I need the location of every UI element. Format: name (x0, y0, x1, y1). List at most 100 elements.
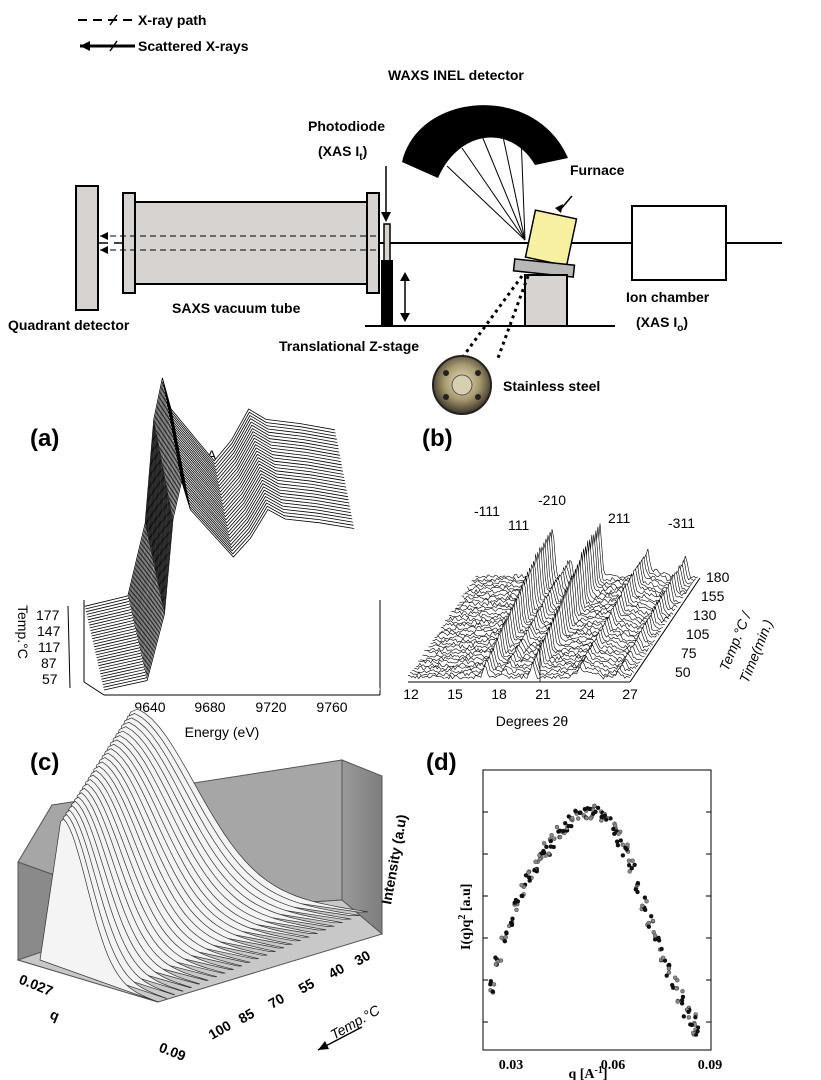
saxs-point (626, 863, 632, 868)
saxs-point (659, 946, 664, 952)
panel-a-ttick: 117 (38, 639, 61, 655)
panel-c-ttick: 85 (236, 1005, 258, 1027)
xanes-series-line (92, 417, 343, 640)
sample-holder-label: Stainless steel (503, 378, 600, 394)
xanes-series-line (89, 404, 340, 629)
panel-b-ttick: 130 (693, 607, 717, 623)
saxs-point (646, 924, 652, 929)
saxs-point (679, 1001, 685, 1006)
saxs-point (548, 838, 553, 844)
waxs-series (407, 523, 698, 680)
saxs-point (503, 935, 508, 940)
saxs-point (523, 873, 529, 878)
saxs-point (644, 899, 649, 904)
waxs-series-fill (434, 605, 657, 641)
saxs-point (502, 939, 508, 944)
arrow-left-icon (80, 41, 90, 51)
saxs-point (629, 866, 634, 871)
holder-zoom-line-2 (496, 275, 530, 359)
peak-label-111: 111 (508, 517, 529, 533)
panel-a: (a) A 9640 9680 9720 9760 Energy (eV) 17… (15, 377, 381, 740)
panel-b-depth-axis (629, 577, 701, 683)
screw-icon (443, 370, 449, 376)
panel-c-temp-label: Temp.°C (328, 1001, 384, 1042)
saxs-point (627, 869, 632, 874)
saxs-point (633, 887, 638, 892)
saxs-flange-left (122, 192, 136, 294)
saxs-point (488, 982, 493, 987)
saxs-point (626, 858, 632, 863)
xanes-series-line (96, 440, 347, 658)
saxs-point (643, 907, 648, 913)
saxs-scatter (488, 803, 701, 1037)
xanes-series-line (95, 437, 347, 656)
saxs-point (649, 914, 654, 919)
waxs-series-line (432, 609, 655, 643)
xanes-series-line (90, 407, 341, 631)
xanes-series-line (103, 479, 355, 691)
xanes-series-line (98, 449, 349, 667)
xanes-series-line (94, 430, 345, 650)
saxs-point (546, 851, 552, 856)
saxs-point (541, 841, 547, 846)
panel-d-xtick: 0.06 (601, 1058, 626, 1073)
screw-icon (443, 394, 449, 400)
saxs-point (595, 805, 601, 811)
panel-a-xtick: 9640 (134, 699, 165, 715)
waxs-series-fill (410, 658, 633, 677)
waxs-series-fill (426, 621, 649, 653)
saxs-point (624, 847, 629, 852)
saxs-point (670, 982, 675, 988)
saxs-point (557, 834, 563, 840)
xanes-series-line (92, 420, 344, 642)
panel-b-xtick: 12 (403, 686, 419, 702)
saxs-point (549, 833, 554, 838)
saxs-point (695, 1029, 700, 1034)
saxs-point (592, 803, 597, 808)
saxs-point (604, 817, 609, 822)
panel-d-xlabel: q [A-1] (568, 1065, 607, 1080)
saxs-point (554, 824, 560, 830)
saxs-point (611, 826, 616, 832)
saxs-point (632, 862, 637, 868)
panel-a-ttick: 87 (41, 655, 57, 671)
saxs-point (513, 897, 519, 903)
xanes-series-line (85, 381, 336, 610)
xanes-series-line (101, 466, 352, 680)
panel-a-xticks: 9640 9680 9720 9760 (134, 699, 347, 715)
saxs-point (630, 858, 635, 863)
saxs-point (650, 918, 656, 924)
xanes-series-line (85, 384, 337, 613)
xanes-series-line (95, 434, 346, 653)
scattered-rays (446, 131, 526, 241)
panel-c-qtick: 0.027 (17, 971, 56, 999)
saxs-point (635, 880, 641, 886)
saxs-point (563, 821, 568, 826)
saxs-point (675, 999, 680, 1004)
peak-a-label: A (207, 447, 217, 463)
ion-chamber-label-2: (XAS Io) (636, 314, 688, 334)
legend: X-ray path Scattered X-rays (78, 12, 249, 54)
panel-b-tag: (b) (422, 425, 453, 452)
saxs-point (620, 853, 626, 858)
xanes-series-line (100, 462, 352, 677)
saxs-point (602, 813, 608, 818)
panel-d-xtick: 0.09 (698, 1058, 723, 1073)
panel-b-peak-labels: -111 111 -210 211 -311 (474, 492, 695, 533)
furnace (524, 209, 578, 267)
xanes-series-line (86, 387, 337, 615)
saxs-point (652, 933, 658, 938)
panel-b-ttick: 155 (701, 588, 725, 604)
arrow-icon (555, 204, 563, 213)
saxs-point (573, 809, 578, 814)
quadrant-detector-label: Quadrant detector (8, 317, 130, 333)
saxs-surface-strip (39, 818, 159, 1003)
saxs-point (526, 870, 531, 875)
panel-c-ttick: 55 (296, 975, 318, 997)
panel-b-temp-ticks: 180 155 130 105 75 50 (675, 569, 730, 680)
waxs-detector (402, 105, 568, 178)
saxs-point (674, 986, 679, 991)
saxs-point (509, 922, 515, 928)
panel-d-yticks (483, 811, 711, 1023)
saxs-flange-right (366, 192, 380, 294)
